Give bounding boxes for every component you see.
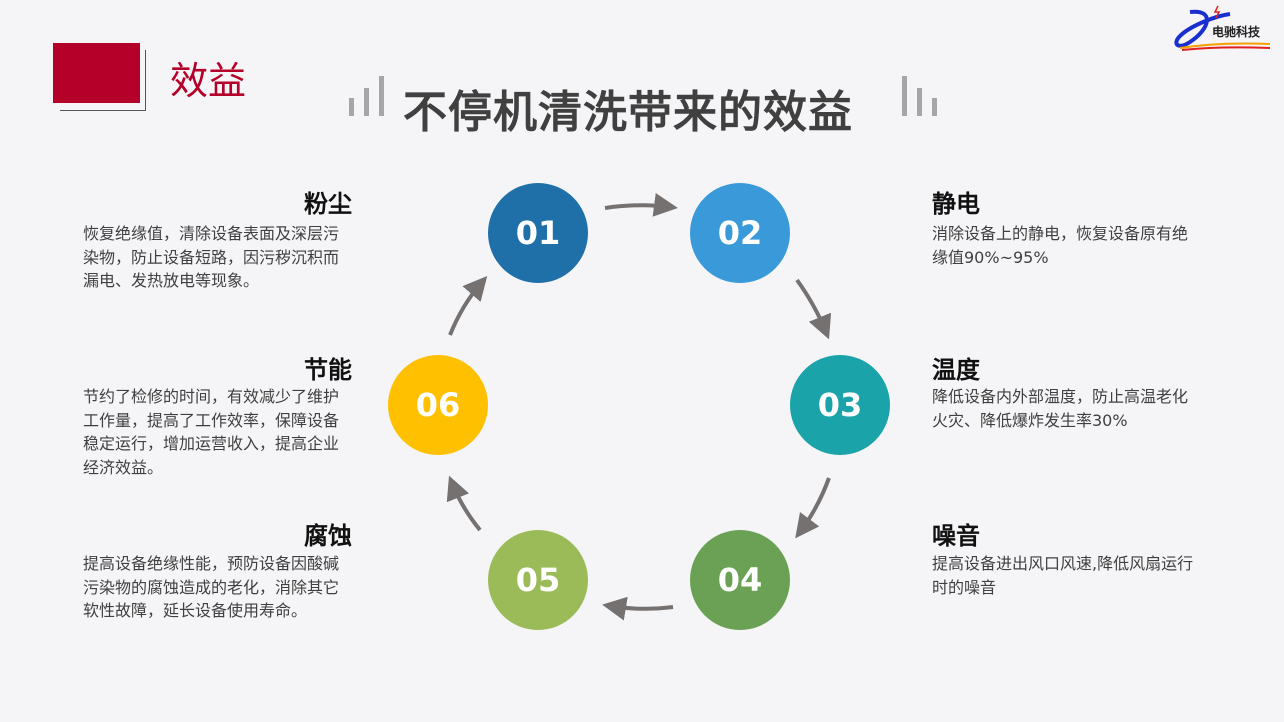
- svg-text:电驰科技: 电驰科技: [1212, 24, 1261, 39]
- section-marker-shadow: [60, 50, 146, 111]
- text-corrosion: 提高设备绝缘性能，预防设备因酸碱污染物的腐蚀造成的老化，消除其它软性故障，延长设…: [83, 554, 340, 620]
- arrow-05-06: [446, 475, 482, 532]
- title-deco-bar: [349, 98, 354, 116]
- heading-temperature: 温度: [932, 356, 980, 384]
- page-title: 不停机清洗带来的效益: [403, 87, 853, 138]
- heading-noise: 噪音: [932, 522, 980, 550]
- section-marker: [53, 43, 140, 103]
- company-logo: 电驰科技: [1170, 4, 1274, 54]
- title-deco-bar: [917, 88, 922, 116]
- title-deco-bar: [364, 88, 369, 116]
- heading-corrosion: 腐蚀: [304, 522, 352, 550]
- step-circle-01: 01: [488, 183, 588, 283]
- step-circle-06: 06: [388, 355, 488, 455]
- arrow-06-01: [448, 275, 488, 336]
- step-circle-05: 05: [488, 530, 588, 630]
- arrow-04-05: [602, 596, 674, 621]
- arrow-02-03: [795, 278, 832, 340]
- heading-static: 静电: [932, 190, 980, 218]
- heading-dust: 粉尘: [304, 190, 352, 218]
- step-circle-02: 02: [690, 183, 790, 283]
- text-dust: 恢复绝缘值，清除设备表面及深层污染物，防止设备短路，因污秽沉积而漏电、发热放电等…: [83, 224, 340, 290]
- text-static: 消除设备上的静电，恢复设备原有绝缘值90%~95%: [932, 224, 1189, 267]
- text-energy: 节约了检修的时间，有效减少了维护工作量，提高了工作效率，保障设备稳定运行，增加运…: [83, 387, 340, 477]
- step-circle-04: 04: [690, 530, 790, 630]
- text-noise: 提高设备进出风口风速,降低风扇运行时的噪音: [932, 554, 1194, 597]
- text-temperature: 降低设备内外部温度，防止高温老化火灾、降低爆炸发生率30%: [932, 387, 1189, 430]
- arrow-01-02: [604, 192, 678, 217]
- title-deco-bar: [932, 98, 937, 116]
- heading-energy: 节能: [304, 356, 352, 384]
- step-circle-03: 03: [790, 355, 890, 455]
- arrow-03-04: [795, 477, 831, 539]
- section-title: 效益: [170, 59, 247, 103]
- title-deco-bar: [379, 76, 384, 116]
- title-deco-bar: [902, 76, 907, 116]
